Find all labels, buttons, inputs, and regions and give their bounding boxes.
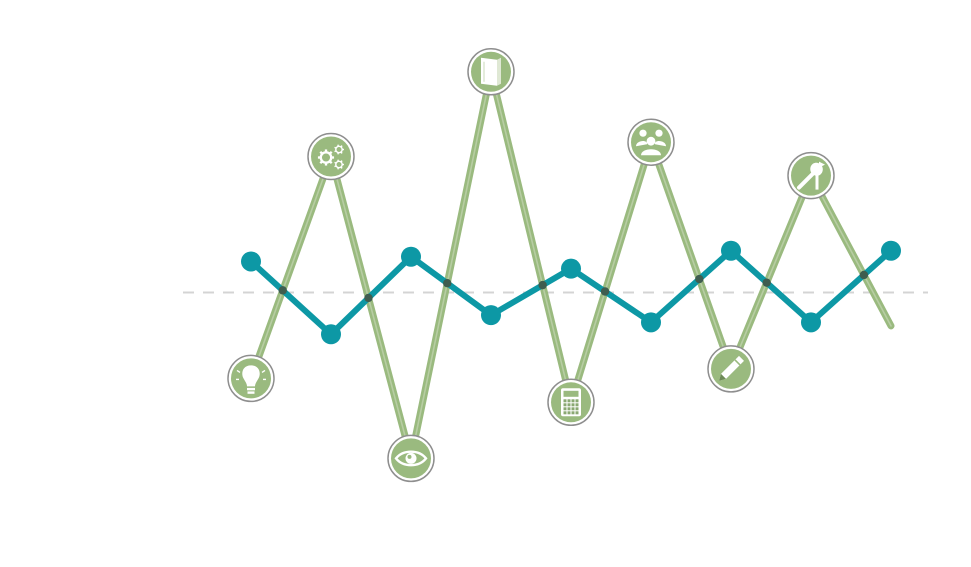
eye-icon xyxy=(387,434,435,483)
crossing-marker xyxy=(859,270,869,280)
crossing-marker xyxy=(762,278,771,287)
teal-point xyxy=(401,246,421,267)
crossing-marker xyxy=(443,278,452,288)
people-icon xyxy=(627,118,675,166)
tools-icon xyxy=(787,151,835,200)
teal-point xyxy=(881,240,901,261)
pencil-icon xyxy=(707,345,755,393)
teal-point xyxy=(801,312,821,333)
teal-point xyxy=(481,305,501,326)
crossing-marker xyxy=(538,280,547,290)
teal-point xyxy=(321,324,341,345)
teal-point xyxy=(641,312,661,333)
crossing-marker xyxy=(600,287,610,296)
teal-point xyxy=(721,240,741,261)
crossing-marker xyxy=(695,274,704,284)
calculator-icon xyxy=(547,378,595,427)
gears-icon xyxy=(307,132,355,181)
lightbulb-icon xyxy=(227,354,275,403)
book-icon xyxy=(467,48,515,96)
teal-point xyxy=(241,251,261,272)
teal-point xyxy=(561,258,581,279)
crossing-marker xyxy=(364,293,373,303)
crossing-marker xyxy=(278,286,287,295)
